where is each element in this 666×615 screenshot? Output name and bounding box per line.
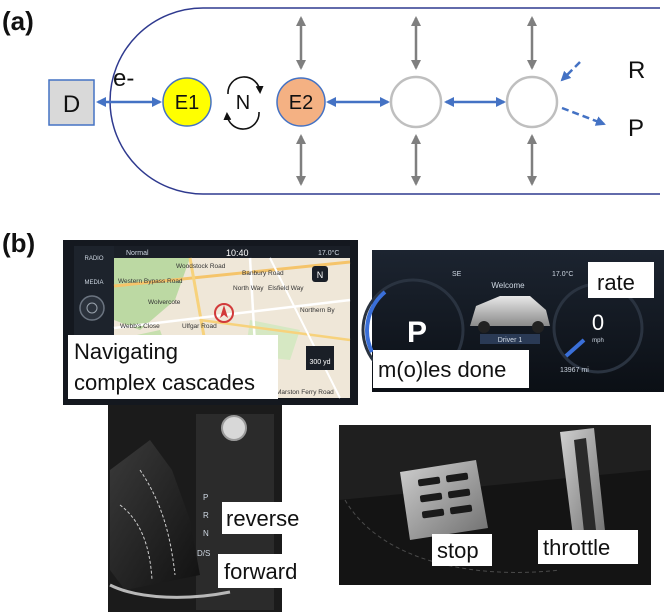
odometer: 13967 mi <box>560 367 589 374</box>
road-banbury: Banbury Road <box>242 270 284 277</box>
compass-icon <box>312 266 328 282</box>
enzyme-e2-label: E2 <box>289 92 313 114</box>
pathway-node-3 <box>389 75 443 129</box>
cycle-arrow-bottom <box>223 111 260 130</box>
rotary-knob <box>79 295 105 321</box>
product-label: P <box>628 115 644 142</box>
side-menu-radio: RADIO <box>84 256 103 262</box>
road-ulfgar: Ulfgar Road <box>182 323 217 330</box>
label-throttle: throttle <box>543 535 610 560</box>
speed-value: 0 <box>592 310 604 335</box>
caption-complex-cascades: complex cascades <box>74 370 255 395</box>
dash-temp: 17.0°C <box>552 270 573 278</box>
start-button <box>221 415 247 441</box>
reactant-label: R <box>628 57 645 84</box>
road-woodstock: Woodstock Road <box>176 263 226 270</box>
caption-navigating: Navigating <box>74 339 178 364</box>
nav-temp: 17.0°C <box>318 249 339 257</box>
photo-navigation: RADIO MEDIA Normal 10:40 17.0°C Woodstoc… <box>63 240 358 405</box>
road-north-way: North Way <box>233 285 264 292</box>
road-marston-ferry: Marston Ferry Road <box>276 389 334 396</box>
gear-indicator: P <box>407 316 427 349</box>
label-moles-done: m(o)les done <box>378 357 506 382</box>
panel-a-label: (a) <box>2 6 34 36</box>
enzyme-e1-label: E1 <box>175 92 199 114</box>
road-webbs-close: Webb's Close <box>120 323 160 330</box>
nav-mode: Normal <box>126 250 149 257</box>
electron-label: e- <box>113 65 134 92</box>
position-marker <box>214 303 234 323</box>
road-northern-by: Northern By <box>300 307 335 314</box>
svg-text:N: N <box>317 270 324 280</box>
place-wolvercote: Wolvercote <box>148 299 181 306</box>
photo-pedals: stop throttle <box>339 425 651 585</box>
donor-label: D <box>63 91 80 118</box>
gear-n: N <box>203 529 209 538</box>
label-stop: stop <box>437 538 479 563</box>
gear-lever-boot <box>110 440 200 590</box>
side-menu-media: MEDIA <box>84 280 103 286</box>
gear-r: R <box>203 511 209 520</box>
photo-gearshift: P R N D/S reverse forward <box>108 405 320 612</box>
distance-value: 300 yd <box>309 359 330 366</box>
nav-time: 10:40 <box>226 248 249 258</box>
brake-pedal <box>400 460 488 540</box>
product-arrow <box>561 106 606 126</box>
panel-b-label: (b) <box>2 228 35 258</box>
road-western-bypass: Western Bypass Road <box>118 278 183 285</box>
cycle-label: N <box>236 92 250 114</box>
reactant-arrow <box>560 61 581 82</box>
gear-p: P <box>203 493 208 502</box>
gear-ds: D/S <box>197 549 210 558</box>
dash-driver: Driver 1 <box>498 337 523 344</box>
dash-heading: SE <box>452 271 462 278</box>
enzyme-e2-node <box>276 77 326 127</box>
car-image <box>470 296 550 326</box>
enzyme-e1-node <box>162 77 212 127</box>
label-rate: rate <box>597 270 635 295</box>
donor-box <box>48 79 95 126</box>
cycle-arrow-top <box>227 76 264 95</box>
photo-dashboard: P Welcome Driver 1 SE 17.0°C 0 mph 13967… <box>361 250 664 392</box>
speed-unit: mph <box>592 338 604 344</box>
dash-welcome: Welcome <box>491 281 525 290</box>
road-elsfield: Elsfield Way <box>268 285 304 292</box>
label-reverse: reverse <box>226 506 299 531</box>
distance-box <box>306 346 334 370</box>
pathway-node-4 <box>505 75 559 129</box>
label-forward: forward <box>224 559 297 584</box>
